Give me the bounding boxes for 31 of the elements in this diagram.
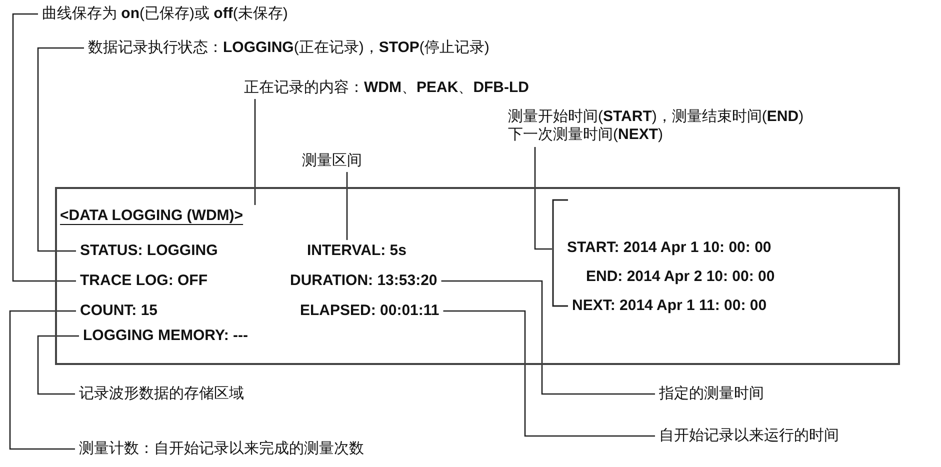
leader-line xyxy=(534,147,552,250)
bracket xyxy=(552,199,568,307)
annotation-text: 测量计数：自开始记录以来完成的测量次数 xyxy=(79,440,364,458)
leader-line xyxy=(254,99,256,205)
display-readout: LOGGING MEMORY: --- xyxy=(83,327,248,345)
display-readout: INTERVAL: 5s xyxy=(307,242,406,260)
display-readout: ELAPSED: 00:01:11 xyxy=(300,302,440,320)
annotation-text: 自开始记录以来运行的时间 xyxy=(659,427,839,445)
annotation-text: 指定的测量时间 xyxy=(659,385,764,403)
leader-line xyxy=(9,310,76,450)
display-readout: COUNT: 15 xyxy=(80,302,158,320)
display-screen-frame xyxy=(55,187,900,365)
annotation-text: 正在记录的内容：WDM、PEAK、DFB-LD xyxy=(244,79,530,97)
display-readout: START: 2014 Apr 1 10: 00: 00 xyxy=(567,239,772,257)
display-readout: DURATION: 13:53:20 xyxy=(290,272,438,290)
leader-line xyxy=(37,335,79,395)
leader-line xyxy=(12,13,76,282)
annotation-text: 曲线保存为 on(已保存)或 off(未保存) xyxy=(42,5,288,23)
leader-line xyxy=(441,280,655,395)
leader-line xyxy=(443,310,655,437)
display-readout: NEXT: 2014 Apr 1 11: 00: 00 xyxy=(572,297,767,315)
display-readout: STATUS: LOGGING xyxy=(80,242,218,260)
leader-line xyxy=(37,47,84,252)
leader-line xyxy=(346,172,348,240)
annotation-text: 数据记录执行状态：LOGGING(正在记录)，STOP(停止记录) xyxy=(88,39,490,57)
display-readout: TRACE LOG: OFF xyxy=(80,272,208,290)
display-readout: END: 2014 Apr 2 10: 00: 00 xyxy=(586,268,775,286)
annotation-text: 记录波形数据的存储区域 xyxy=(79,385,244,403)
annotation-text: 测量开始时间(START)，测量结束时间(END)下一次测量时间(NEXT) xyxy=(508,108,810,144)
annotation-text: 测量区间 xyxy=(302,152,362,170)
screen-heading: <DATA LOGGING (WDM)> xyxy=(60,207,244,225)
